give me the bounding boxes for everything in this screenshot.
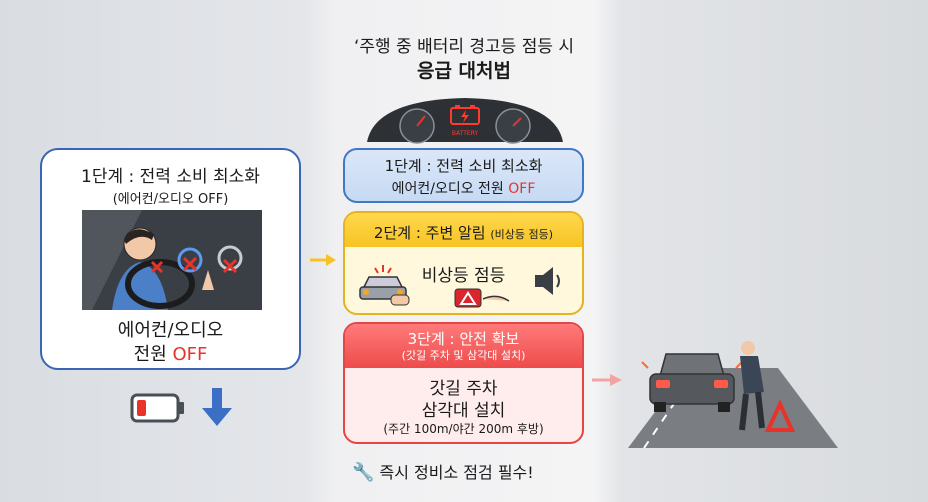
step2-body: 비상등 점등 xyxy=(421,266,506,286)
title-line2: 응급 대처법 xyxy=(416,60,511,82)
step2-heading-sub: (비상등 점등) xyxy=(490,228,554,241)
left-card-body-line1: 에어컨/오디오 xyxy=(117,320,224,341)
step2-heading-text: 2단계 : 주변 알림 xyxy=(373,224,486,242)
step1-panel: 1단계 : 전력 소비 최소화 에어컨/오디오 전원 OFF xyxy=(343,148,584,203)
roadside-illustration xyxy=(628,341,838,448)
low-battery-icon xyxy=(130,393,184,423)
step1-body: 에어컨/오디오 전원 OFF xyxy=(345,178,582,198)
step3-header xyxy=(345,324,582,368)
left-card-sub: (에어컨/오디오 OFF) xyxy=(112,192,229,207)
left-card-body-line2: 전원 OFF xyxy=(42,340,299,366)
title-line1: ‘주행 중 배터리 경고등 점등 시 xyxy=(353,37,575,57)
x-mark-icon xyxy=(182,256,198,272)
warning-triangle-icon xyxy=(764,399,796,432)
arrow-right-icon xyxy=(310,254,336,266)
footer: 🔧 즉시 정비소 점검 필수! xyxy=(352,459,534,483)
driver-illustration xyxy=(82,210,262,310)
battery-label: BATTERY xyxy=(452,130,479,137)
left-card-off: OFF xyxy=(172,344,208,365)
dashboard-illustration: BATTERY xyxy=(367,98,563,144)
speaker-icon xyxy=(535,267,560,295)
parked-car-icon xyxy=(641,353,743,412)
hazard-button-icon xyxy=(454,288,510,308)
down-arrow-icon xyxy=(202,388,232,426)
step3-body-line1: 갓길 주차 xyxy=(429,379,498,399)
footer-text: 즉시 정비소 점검 필수! xyxy=(379,463,534,482)
left-step1-card: 1단계 : 전력 소비 최소화 (에어컨/오디오 OFF) 에어컨/오디오 전원… xyxy=(40,148,301,370)
step3-heading-sub: (갓길 주차 및 삼각대 설치) xyxy=(401,349,526,362)
step1-off: OFF xyxy=(508,181,536,197)
hazard-car-icon xyxy=(359,265,410,306)
step1-heading: 1단계 : 전력 소비 최소화 xyxy=(384,157,543,175)
arrow-right-icon xyxy=(592,374,622,386)
left-card-body-prefix: 전원 xyxy=(133,344,173,365)
step2-heading: 2단계 : 주변 알림 (비상등 점등) xyxy=(345,222,582,243)
battery-warning-icon xyxy=(450,105,480,125)
x-mark-icon xyxy=(150,260,164,274)
step3-body-line2: 삼각대 설치 xyxy=(421,401,506,421)
step2-header xyxy=(345,213,582,247)
step3-note: (주간 100m/야간 200m 후방) xyxy=(383,422,544,436)
step1-body-text: 에어컨/오디오 전원 xyxy=(391,181,509,197)
x-mark-icon xyxy=(222,258,238,274)
person-icon xyxy=(739,341,765,431)
step3-panel: 3단계 : 안전 확보 (갓길 주차 및 삼각대 설치) 갓길 주차 삼각대 설… xyxy=(343,322,584,444)
step3-heading: 3단계 : 안전 확보 xyxy=(407,330,520,348)
left-card-heading: 1단계 : 전력 소비 최소화 xyxy=(81,167,260,187)
step2-panel: 2단계 : 주변 알림 (비상등 점등) 비상등 점등 xyxy=(343,211,584,315)
wrench-icon: 🔧 xyxy=(352,462,375,483)
